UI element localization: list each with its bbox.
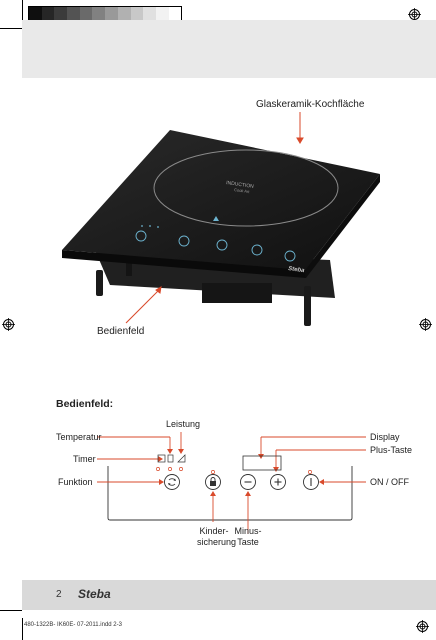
control-panel-diagram [97, 432, 366, 534]
hob-print-line2: Cook Art [234, 187, 251, 194]
color-swatch [155, 7, 169, 21]
color-swatch [117, 7, 131, 21]
hob-logo: Steba [288, 266, 306, 274]
crop-mark [0, 610, 22, 611]
color-swatch [168, 7, 182, 21]
color-swatch [54, 7, 68, 21]
color-swatch [79, 7, 93, 21]
power-level-label: Leistung [166, 419, 201, 429]
minus-key-label-line1: Minus- [234, 526, 262, 536]
color-swatch [92, 7, 106, 21]
child-lock-label: Kinder- sicherung [197, 526, 237, 548]
padlock-icon [210, 477, 216, 486]
section-title: Bedienfeld: [56, 398, 114, 410]
header-band [22, 20, 436, 78]
minus-icon [244, 481, 252, 483]
crop-mark [0, 28, 22, 29]
color-swatch [29, 7, 42, 21]
registration-mark-icon [419, 318, 432, 331]
footer-logo: Steba [78, 587, 111, 601]
slug-line: 480-1322B- IK60E- 07-2011.indd 2-3 [24, 622, 122, 628]
minus-key-label: Minus- Taste [234, 526, 262, 548]
minus-key-label-line2: Taste [237, 537, 259, 547]
induction-hob-illustration: INDUCTION Cook Art Steba [62, 130, 380, 326]
color-swatch [130, 7, 144, 21]
glass-surface-label: Glaskeramik-Kochfläche [256, 99, 365, 110]
registration-mark-icon [416, 620, 429, 633]
on-off-label: ON / OFF [370, 477, 409, 487]
registration-mark-icon [408, 8, 421, 21]
color-swatch [41, 7, 55, 21]
color-swatch [67, 7, 80, 21]
timer-label: Timer [73, 454, 96, 464]
cycle-arrows-icon [168, 478, 176, 486]
crop-mark [22, 618, 23, 640]
color-bar [28, 6, 183, 22]
child-lock-label-line2: sicherung [197, 537, 237, 547]
control-panel-label: Bedienfeld [97, 326, 145, 337]
color-swatch [143, 7, 156, 21]
footer-band [22, 580, 436, 610]
plus-icon [274, 478, 282, 486]
temperature-label: Temperatur [56, 432, 102, 442]
hob-print-line1: INDUCTION [226, 180, 255, 190]
registration-mark-icon [2, 318, 15, 331]
color-swatch [105, 7, 118, 21]
display-label: Display [370, 432, 400, 442]
function-label: Funktion [58, 477, 93, 487]
plus-key-label: Plus-Taste [370, 445, 413, 455]
child-lock-label-line1: Kinder- [199, 526, 229, 536]
power-icon [310, 478, 312, 486]
page-number: 2 [56, 589, 62, 600]
crop-mark [22, 0, 23, 22]
